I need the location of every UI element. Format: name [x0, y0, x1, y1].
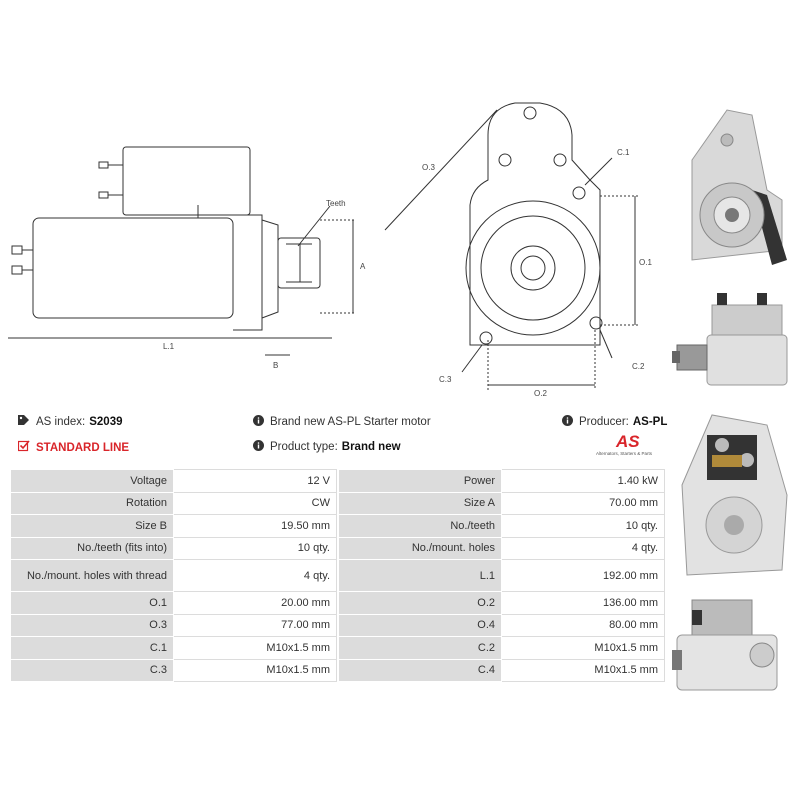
producer-value: AS-PL [632, 416, 668, 428]
spec-value: 70.00 mm [501, 491, 665, 515]
info-icon [562, 415, 573, 429]
column-gap [336, 559, 339, 592]
spec-value: M10x1.5 mm [173, 636, 337, 660]
spec-value: 77.00 mm [173, 613, 337, 637]
spec-key: No./teeth (fits into) [10, 536, 174, 560]
as-index-value: S2039 [89, 415, 123, 428]
spec-key: C.4 [338, 658, 502, 682]
flange-outline [469, 102, 601, 346]
product-type-row: Product type: Brand new [253, 440, 401, 454]
spec-value: 1.40 kW [501, 469, 665, 493]
spec-key: Voltage [10, 469, 174, 493]
housing-circle [465, 200, 601, 336]
spec-value: 10 qty. [173, 536, 337, 560]
standard-line-label: STANDARD LINE [36, 441, 130, 454]
column-gap [336, 591, 339, 614]
column-gap [336, 469, 339, 492]
tag-icon [18, 415, 30, 428]
checkbox-checked-icon [17, 440, 30, 455]
spec-key: Size A [338, 491, 502, 515]
o2-label: O.2 [534, 389, 547, 398]
spec-value: M10x1.5 mm [173, 658, 337, 682]
column-gap [336, 537, 339, 560]
spec-value: 80.00 mm [501, 613, 665, 637]
spec-key: C.1 [10, 636, 174, 660]
column-gap [336, 614, 339, 637]
column-gap [336, 636, 339, 659]
spec-key: Power [338, 469, 502, 493]
o1-label: O.1 [639, 258, 652, 267]
size-a-label: A [360, 262, 366, 271]
info-icon [253, 415, 264, 429]
spec-value: CW [173, 491, 337, 515]
spec-value: 19.50 mm [173, 514, 337, 538]
solenoid-outline [122, 146, 251, 216]
product-type-label: Product type: [270, 441, 338, 453]
spec-key: No./mount. holes with thread [10, 559, 174, 592]
product-type-value: Brand new [341, 441, 401, 453]
spec-value: 136.00 mm [501, 591, 665, 615]
l1-label: L.1 [163, 342, 175, 351]
spec-key: O.3 [10, 613, 174, 637]
spec-row: No./teeth (fits into)10 qty.No./mount. h… [10, 536, 665, 560]
spec-value: 4 qty. [173, 559, 337, 592]
c1-label: C.1 [617, 148, 630, 157]
o3-label: O.3 [422, 163, 435, 172]
spec-value: 12 V [173, 469, 337, 493]
product-photo-front [691, 109, 787, 265]
spec-value: M10x1.5 mm [501, 636, 665, 660]
spec-key: Rotation [10, 491, 174, 515]
producer-label: Producer: [579, 416, 629, 428]
producer-row: Producer: AS-PL [562, 415, 667, 429]
spec-key: No./teeth [338, 514, 502, 538]
as-logo-tagline: Alternators, Starters & Parts [596, 451, 653, 456]
product-photo-rear [681, 414, 788, 576]
size-b-label: B [273, 361, 279, 370]
info-icon [253, 440, 264, 454]
as-index-row: AS index: S2039 [18, 415, 123, 428]
standard-line-row: STANDARD LINE [17, 440, 130, 455]
spec-value: 20.00 mm [173, 591, 337, 615]
c2-label: C.2 [632, 362, 645, 371]
spec-value: 4 qty. [501, 536, 665, 560]
column-gap [336, 659, 339, 682]
spec-key: No./mount. holes [338, 536, 502, 560]
spec-key: L.1 [338, 559, 502, 592]
column-gap [336, 492, 339, 515]
spec-key: O.2 [338, 591, 502, 615]
description-row: Brand new AS-PL Starter motor [253, 415, 431, 429]
c3-label: C.3 [439, 375, 452, 384]
pinion-outline [277, 237, 321, 289]
as-logo: AS Alternators, Starters & Parts [596, 432, 660, 460]
spec-key: C.3 [10, 658, 174, 682]
as-logo-mark: AS [616, 432, 640, 451]
description-label: Brand new AS-PL Starter motor [270, 416, 431, 428]
spec-key: C.2 [338, 636, 502, 660]
spec-key: O.4 [338, 613, 502, 637]
spec-key: O.1 [10, 591, 174, 615]
product-photo-top [672, 599, 778, 691]
teeth-label: Teeth [326, 199, 346, 208]
spec-value: 192.00 mm [501, 559, 665, 592]
column-gap [336, 514, 339, 537]
spec-value: M10x1.5 mm [501, 658, 665, 682]
technical-drawing [8, 102, 640, 390]
motor-body-outline [32, 217, 234, 319]
as-index-label: AS index: [36, 415, 86, 428]
spec-value: 10 qty. [501, 514, 665, 538]
spec-key: Size B [10, 514, 174, 538]
product-photo-side [672, 293, 788, 386]
